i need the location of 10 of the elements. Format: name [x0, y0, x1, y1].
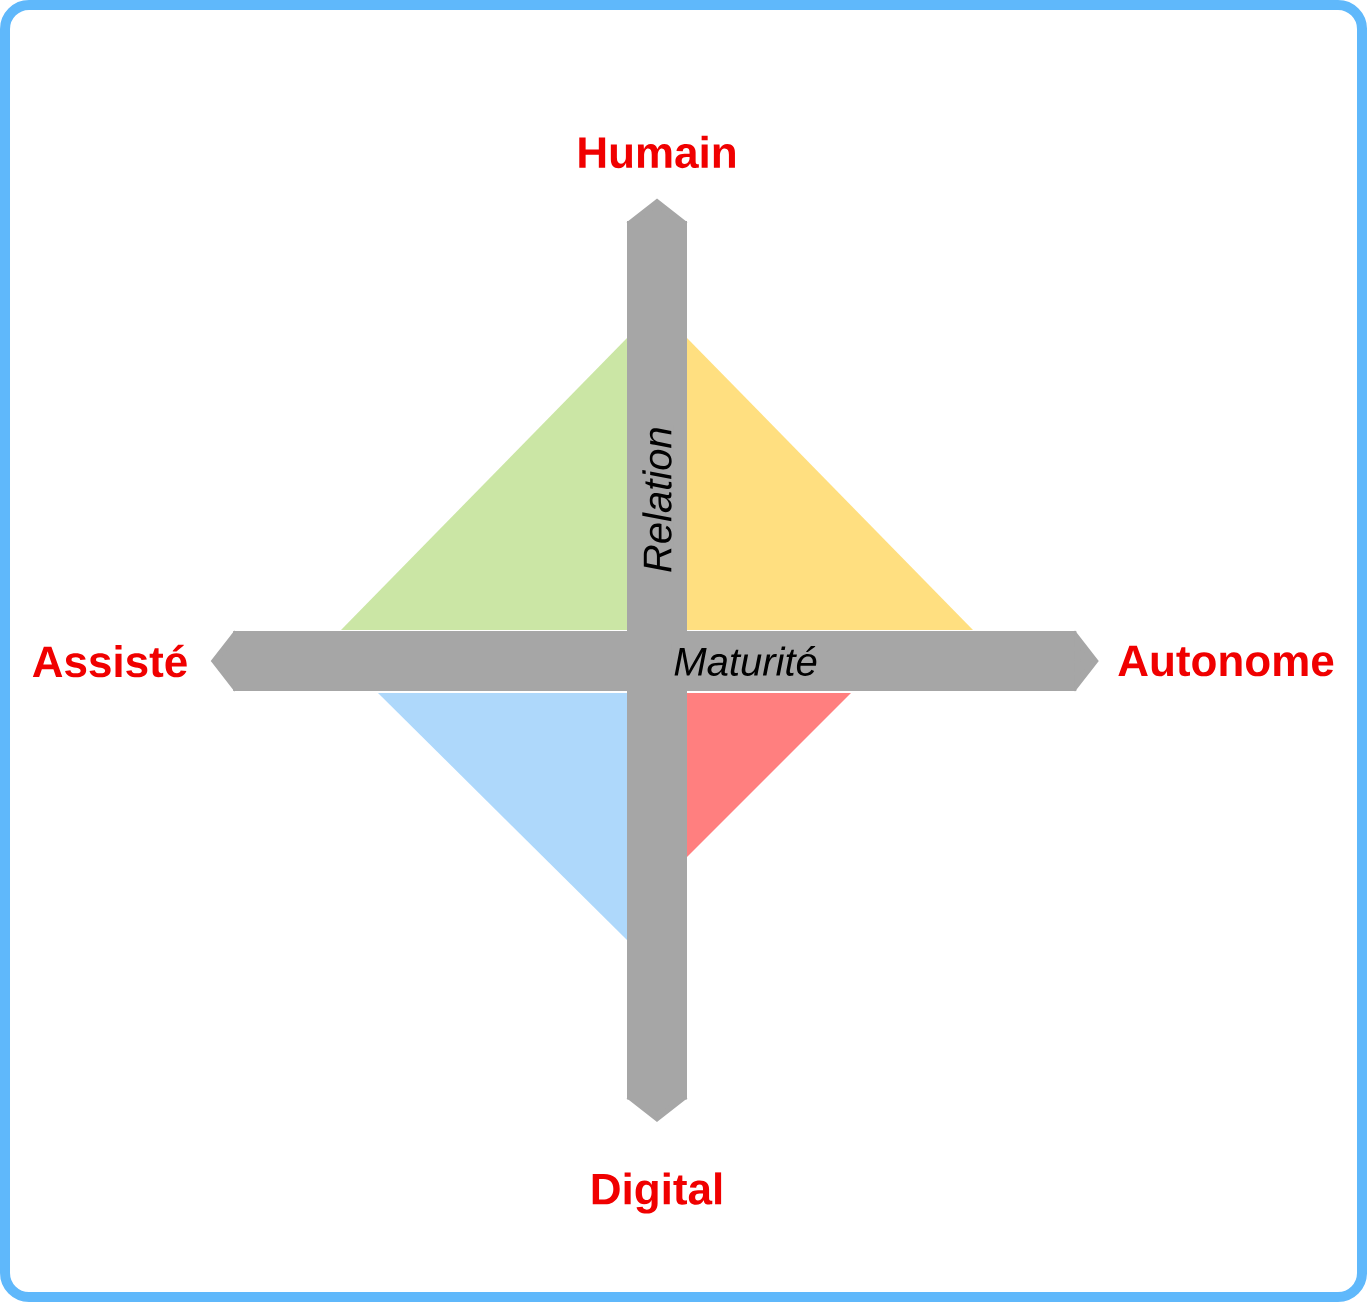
pole-label: Assisté [32, 644, 187, 678]
axis-label: Maturité [674, 646, 817, 676]
quadrant-triangle [687, 693, 851, 857]
pole-label: Digital [592, 1172, 722, 1214]
axis-label: Relation [642, 428, 672, 572]
pole-label: Humain [579, 135, 735, 169]
quadrant-triangle [687, 338, 973, 630]
pole-label: Autonome [1118, 645, 1334, 677]
quadrant-triangle [341, 338, 627, 630]
quadrant-triangle [378, 693, 627, 940]
